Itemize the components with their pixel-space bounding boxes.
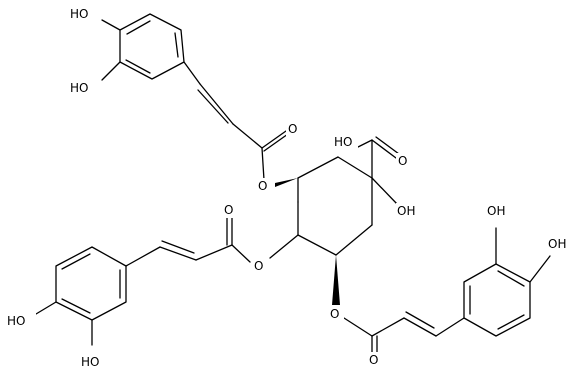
top-ester-group bbox=[197, 83, 298, 187]
c1-hydroxyl-bond bbox=[371, 177, 399, 206]
c1-hydroxyl-label: OH bbox=[397, 204, 415, 218]
cyclohexane-ring bbox=[297, 156, 373, 256]
top-ester-carbonyl-o-label: O bbox=[288, 122, 297, 136]
top-ester-oxygen-label: O bbox=[258, 179, 267, 193]
acid-oh-label: HO bbox=[334, 135, 352, 149]
left-ester-oxygen-label: O bbox=[254, 259, 263, 273]
top-ring-meta-oh-label: HO bbox=[70, 81, 88, 95]
right-ester-oxygen-label: O bbox=[330, 307, 339, 321]
right-stereo-wedge bbox=[332, 255, 340, 305]
right-ester-group bbox=[332, 255, 465, 353]
right-ring-para-oh-label: OH bbox=[548, 237, 566, 251]
left-ring-para-oh-label: HO bbox=[7, 314, 25, 328]
top-ring-para-oh-label: HO bbox=[70, 7, 88, 21]
right-aromatic-ring bbox=[463, 227, 551, 337]
left-ester-carbonyl-o-label: O bbox=[224, 203, 233, 217]
top-aromatic-ring bbox=[101, 13, 201, 85]
right-ring-meta-oh-label: OH bbox=[487, 204, 505, 218]
acid-carbonyl-o-label: O bbox=[398, 154, 407, 168]
left-ring-meta-oh-label: HO bbox=[81, 355, 99, 369]
top-stereo-wedge bbox=[275, 178, 298, 187]
left-aromatic-ring bbox=[35, 246, 127, 346]
right-ester-carbonyl-o-label: O bbox=[369, 353, 378, 367]
carboxylic-acid-group bbox=[357, 136, 400, 179]
atom-labels: HO HO O O HO O OH O O HO HO O O OH OH bbox=[6, 6, 577, 370]
left-ester-group bbox=[125, 217, 299, 267]
